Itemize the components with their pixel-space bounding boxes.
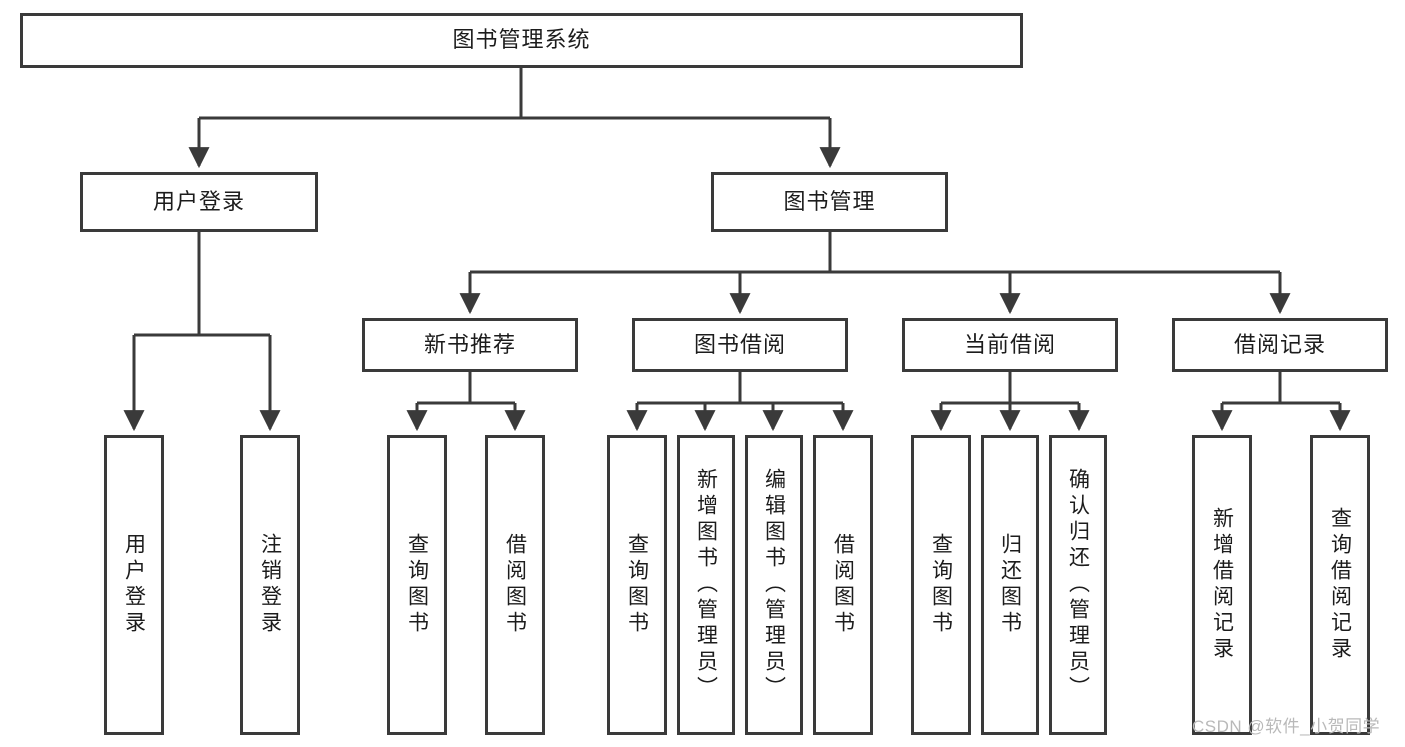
leaf-current-query-book[interactable]: 查询图书 (911, 435, 971, 735)
node-book-borrow[interactable]: 图书借阅 (632, 318, 848, 372)
leaf-records-query-record[interactable]: 查询借阅记录 (1310, 435, 1370, 735)
leaf-logout[interactable]: 注销登录 (240, 435, 300, 735)
node-label: 用户登录 (122, 533, 146, 637)
node-label: 查询图书 (929, 533, 953, 637)
leaf-borrow-edit-book-admin[interactable]: 编辑图书（管理员） (745, 435, 803, 735)
node-label: 编辑图书（管理员） (762, 468, 786, 702)
node-label: 图书借阅 (693, 331, 786, 357)
node-label: 新增图书（管理员） (694, 468, 718, 702)
node-root-system[interactable]: 图书管理系统 (20, 13, 1023, 68)
watermark: CSDN @软件_小贺同学 (1192, 717, 1381, 736)
node-current-borrow[interactable]: 当前借阅 (902, 318, 1118, 372)
node-label: 借阅图书 (831, 533, 855, 637)
node-user-login[interactable]: 用户登录 (80, 172, 318, 232)
node-label: 借阅记录 (1233, 331, 1326, 357)
leaf-recommend-query-book[interactable]: 查询图书 (387, 435, 447, 735)
node-label: 新书推荐 (423, 331, 516, 357)
leaf-borrow-add-book-admin[interactable]: 新增图书（管理员） (677, 435, 735, 735)
node-new-book-recommend[interactable]: 新书推荐 (362, 318, 578, 372)
node-book-management[interactable]: 图书管理 (711, 172, 948, 232)
leaf-borrow-borrow-book[interactable]: 借阅图书 (813, 435, 873, 735)
node-label: 查询图书 (405, 533, 429, 637)
node-label: 当前借阅 (963, 331, 1056, 357)
node-label: 用户登录 (152, 188, 245, 214)
node-label: 新增借阅记录 (1210, 507, 1234, 663)
leaf-current-confirm-return-admin[interactable]: 确认归还（管理员） (1049, 435, 1107, 735)
leaf-records-add-record[interactable]: 新增借阅记录 (1192, 435, 1252, 735)
node-label: 注销登录 (258, 533, 282, 637)
leaf-recommend-borrow-book[interactable]: 借阅图书 (485, 435, 545, 735)
node-borrow-records[interactable]: 借阅记录 (1172, 318, 1388, 372)
node-label: 归还图书 (998, 533, 1022, 637)
node-label: 查询借阅记录 (1328, 507, 1352, 663)
node-label: 图书管理系统 (452, 27, 591, 53)
node-label: 确认归还（管理员） (1066, 468, 1090, 702)
leaf-user-login[interactable]: 用户登录 (104, 435, 164, 735)
leaf-borrow-query-book[interactable]: 查询图书 (607, 435, 667, 735)
leaf-current-return-book[interactable]: 归还图书 (981, 435, 1039, 735)
node-label: 借阅图书 (503, 533, 527, 637)
node-label: 图书管理 (783, 188, 876, 214)
node-label: 查询图书 (625, 533, 649, 637)
